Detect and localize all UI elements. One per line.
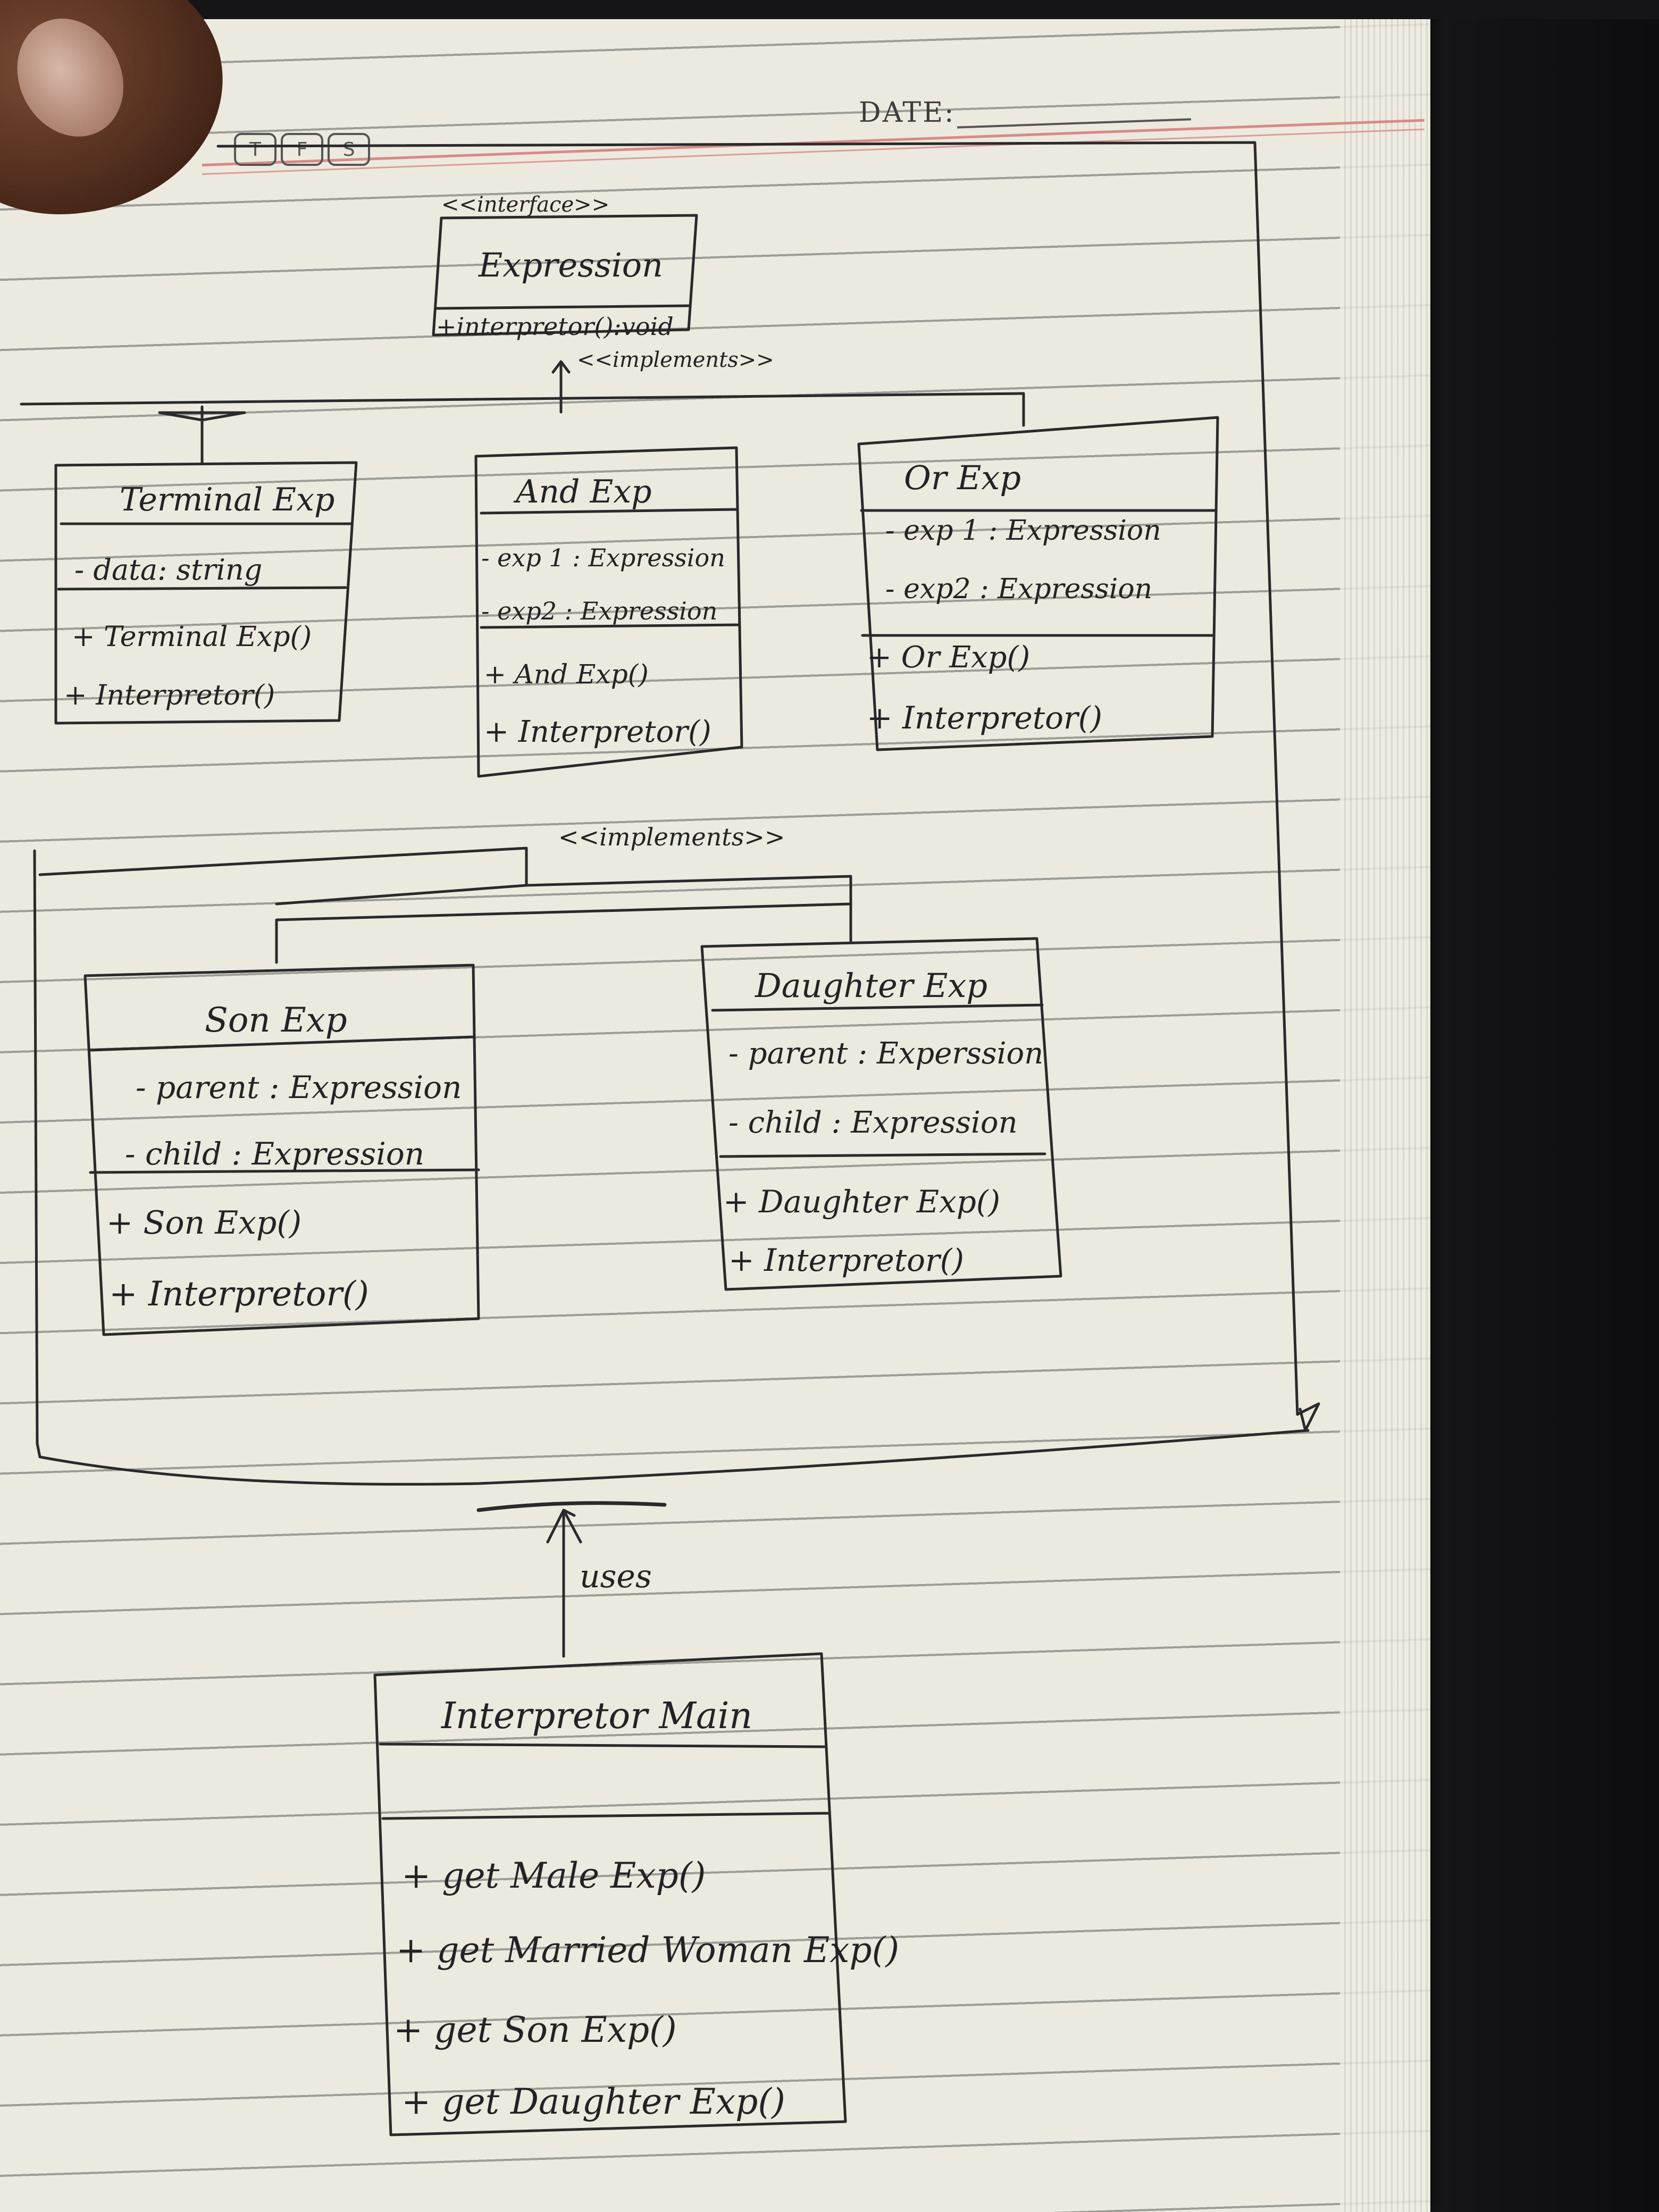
terminal-name: Terminal Exp — [120, 481, 334, 518]
implements-label-top: <<implements>> — [577, 348, 774, 372]
interface-method: +interpretor():void — [436, 312, 674, 341]
son-box — [83, 963, 480, 1336]
son-method-2: + Interpretor() — [109, 1275, 369, 1314]
or-box — [857, 416, 1219, 751]
interface-name: Expression — [478, 246, 663, 284]
terminal-attr-1: - data: string — [74, 553, 262, 586]
and-method-2: + Interpretor() — [484, 715, 711, 749]
son-method-1: + Son Exp() — [106, 1204, 301, 1242]
terminal-box — [54, 461, 358, 725]
daughter-method-1: + Daughter Exp() — [723, 1184, 1000, 1220]
outer-base-line — [476, 1501, 667, 1512]
main-name: Interpretor Main — [440, 1695, 752, 1737]
background-strip — [0, 0, 1659, 19]
day-box-f: F — [281, 133, 323, 166]
or-name: Or Exp — [904, 458, 1021, 497]
main-method-1: + get Male Exp() — [401, 1855, 706, 1896]
uses-arrow — [546, 1509, 582, 1658]
son-attr-2: - child : Expression — [125, 1136, 424, 1172]
son-attr-1: - parent : Expression — [136, 1069, 462, 1105]
or-attr-2: - exp2 : Expression — [885, 573, 1152, 605]
main-method-2: + get Married Woman Exp() — [396, 1930, 899, 1971]
daughter-name: Daughter Exp — [755, 966, 987, 1005]
main-box — [373, 1652, 847, 2136]
main-method-4: + get Daughter Exp() — [401, 2081, 785, 2122]
day-boxes: T F S — [234, 133, 370, 166]
terminal-method-2: + Interpretor() — [64, 680, 275, 711]
day-box-s: S — [328, 133, 370, 166]
generalization-mid — [38, 847, 852, 964]
interface-box — [432, 214, 698, 337]
and-name: And Exp — [513, 473, 652, 510]
and-attr-2: - exp2 : Expression — [481, 597, 717, 625]
daughter-method-2: + Interpretor() — [728, 1242, 964, 1278]
or-method-2: + Interpretor() — [867, 700, 1102, 736]
uses-label: uses — [580, 1558, 652, 1595]
main-method-3: + get Son Exp() — [393, 2009, 677, 2050]
date-label: DATE: — [859, 97, 956, 129]
and-box — [474, 446, 743, 778]
daughter-attr-1: - parent : Experssion — [728, 1036, 1043, 1071]
implements-label-mid: <<implements>> — [558, 823, 785, 851]
terminal-method-1: + Terminal Exp() — [72, 621, 312, 653]
daughter-attr-2: - child : Expression — [728, 1105, 1018, 1140]
daughter-box — [700, 937, 1062, 1291]
day-box-t: T — [234, 133, 276, 166]
interface-stereotype: <<interface>> — [441, 192, 609, 217]
or-method-1: + Or Exp() — [867, 640, 1030, 675]
notebook-page — [0, 0, 1430, 2212]
outer-frame — [33, 141, 1320, 1486]
or-attr-1: - exp 1 : Expression — [885, 515, 1161, 547]
and-attr-1: - exp 1 : Expression — [481, 543, 725, 572]
thumbnail — [0, 0, 144, 156]
and-method-1: + And Exp() — [484, 659, 649, 690]
generalization-top — [20, 360, 1025, 464]
son-name: Son Exp — [205, 1001, 347, 1040]
page-edge-stack — [1340, 0, 1430, 2212]
